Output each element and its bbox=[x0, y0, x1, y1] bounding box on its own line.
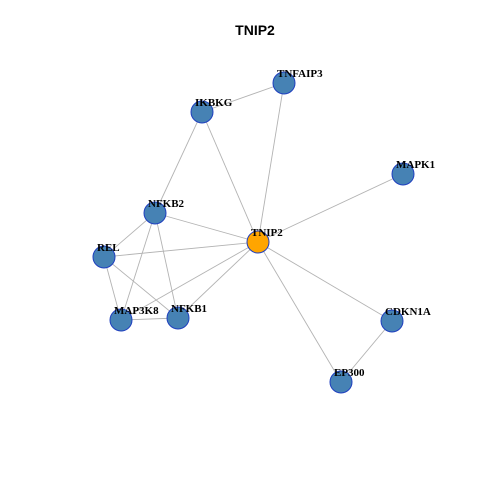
edge-cdkn1a-ep300 bbox=[340, 320, 393, 383]
node-label-map3k8: MAP3K8 bbox=[114, 305, 159, 317]
node-label-mapk1: MAPK1 bbox=[396, 159, 435, 171]
node-ikbkg bbox=[190, 100, 214, 124]
node-ep300 bbox=[329, 370, 353, 394]
node-label-nfkb2: NFKB2 bbox=[148, 198, 185, 210]
nodes-layer bbox=[92, 71, 415, 394]
edge-rel-nfkb1 bbox=[103, 256, 179, 319]
node-label-rel: REL bbox=[97, 242, 120, 254]
node-tnfaip3 bbox=[272, 71, 296, 95]
node-nfkb1 bbox=[166, 306, 190, 330]
edge-tnip2-ikbkg bbox=[201, 111, 259, 243]
node-cdkn1a bbox=[380, 309, 404, 333]
edge-nfkb2-map3k8 bbox=[120, 212, 156, 321]
node-label-tnfaip3: TNFAIP3 bbox=[277, 68, 323, 80]
node-rel bbox=[92, 245, 116, 269]
edge-ikbkg-tnfaip3 bbox=[201, 82, 285, 113]
edge-tnip2-nfkb2 bbox=[154, 212, 259, 243]
node-nfkb2 bbox=[143, 201, 167, 225]
node-label-nfkb1: NFKB1 bbox=[171, 303, 207, 315]
edge-tnip2-ep300 bbox=[257, 241, 342, 383]
edge-ikbkg-nfkb2 bbox=[154, 111, 203, 214]
node-label-ikbkg: IKBKG bbox=[195, 97, 233, 109]
node-label-tnip2: TNIP2 bbox=[251, 227, 283, 239]
edge-tnip2-rel bbox=[103, 241, 259, 258]
node-label-cdkn1a: CDKN1A bbox=[385, 306, 431, 318]
edge-tnip2-mapk1 bbox=[257, 173, 404, 243]
node-tnip2 bbox=[246, 230, 270, 254]
edge-tnip2-map3k8 bbox=[120, 241, 259, 321]
edge-nfkb2-nfkb1 bbox=[154, 212, 179, 319]
node-label-ep300: EP300 bbox=[334, 367, 365, 379]
edge-tnip2-cdkn1a bbox=[257, 241, 393, 322]
node-map3k8 bbox=[109, 308, 133, 332]
diagram-title: TNIP2 bbox=[235, 22, 275, 38]
edge-tnip2-tnfaip3 bbox=[257, 82, 285, 243]
edge-tnip2-nfkb1 bbox=[177, 241, 259, 319]
node-mapk1 bbox=[391, 162, 415, 186]
